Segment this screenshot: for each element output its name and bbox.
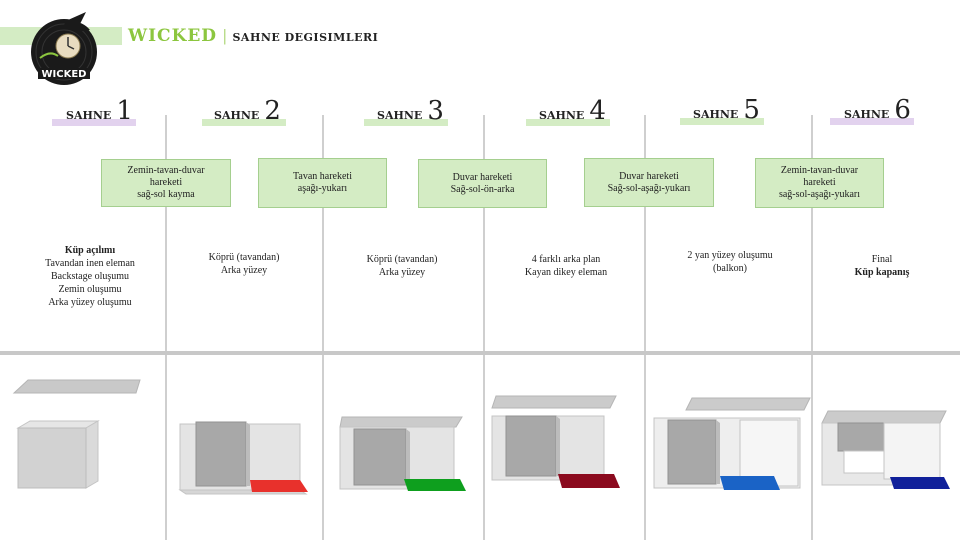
scene-2-accent-bar <box>202 119 286 126</box>
column-divider <box>322 115 324 540</box>
transition-4-5-box: Duvar hareketi Sağ-sol-aşağı-yukarı <box>584 158 714 207</box>
scene-5-accent-bar <box>680 118 764 125</box>
transition-5-6-box: Zemin-tavan-duvar hareketi sağ-sol-aşağı… <box>755 158 884 208</box>
scene-6-description: Final Küp kapanış <box>854 254 910 278</box>
scene-2-floor-accent <box>250 480 308 492</box>
scene-1-description: Küp açılımı Tavandan inen eleman Backsta… <box>45 245 135 308</box>
transition-3-4-box: Duvar hareketi Sağ-sol-ön-arka <box>418 159 547 208</box>
page-title: WICKED | SAHNE DEGISIMLERI <box>128 26 378 50</box>
scene-3-floor-accent <box>404 479 466 491</box>
scene-5-floor-accent <box>720 476 780 490</box>
row-divider <box>0 351 960 355</box>
scene-5-description: 2 yan yüzey oluşumu (balkon) <box>687 250 773 274</box>
scene-6-floor-accent <box>890 477 950 489</box>
column-divider <box>644 115 646 540</box>
transition-2-3-box: Tavan hareketi aşağı-yukarı <box>258 158 387 208</box>
scene-3-description: Köprü (tavandan) Arka yüzey <box>366 254 438 278</box>
scene-2-description: Köprü (tavandan) Arka yüzey <box>208 252 280 276</box>
wicked-logo-icon: WICKED <box>31 12 97 85</box>
scene-1-accent-bar <box>52 119 136 126</box>
scene-6-stage-illustration <box>821 410 950 489</box>
title-subtitle: SAHNE DEGISIMLERI <box>232 31 379 44</box>
column-divider <box>165 115 167 540</box>
title-brand: WICKED <box>128 26 218 46</box>
scene-1-stage-illustration <box>12 379 141 489</box>
title-separator: | <box>223 26 227 45</box>
column-divider <box>811 115 813 540</box>
scene-4-accent-bar <box>526 119 610 126</box>
scene-3-stage-illustration <box>339 416 466 491</box>
scene-6-accent-bar <box>830 118 914 125</box>
scene-4-stage-illustration <box>491 395 620 488</box>
transition-1-2-box: Zemin-tavan-duvar hareketi sağ-sol kayma <box>101 159 231 207</box>
scene-2-stage-illustration <box>178 421 308 495</box>
scene-4-description: 4 farklı arka plan Kayan dikey eleman <box>524 254 608 278</box>
scene-3-accent-bar <box>364 119 448 126</box>
scene-4-floor-accent <box>558 474 620 488</box>
svg-text:WICKED: WICKED <box>42 69 87 80</box>
column-divider <box>483 115 485 540</box>
scene-5-stage-illustration <box>653 397 811 490</box>
